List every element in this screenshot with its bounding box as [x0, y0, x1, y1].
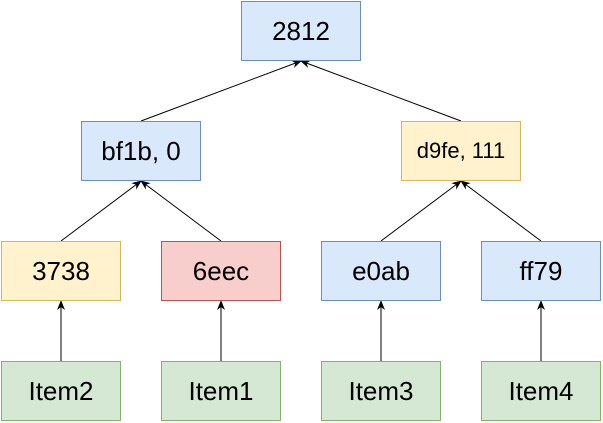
hash-node-e0ab: e0ab [321, 241, 441, 301]
leaf-item2: Item2 [1, 361, 121, 421]
edge-hff79-to-d9fe [460, 180, 542, 242]
hash-node-6eec: 6eec [161, 241, 281, 301]
hash-node-ff79: ff79 [481, 241, 601, 301]
edge-he0ab-to-d9fe [380, 180, 462, 242]
hash-node-d9fe: d9fe, 111 [401, 121, 521, 181]
leaf-item1: Item1 [161, 361, 281, 421]
leaf-item4: Item4 [481, 361, 601, 421]
hash-node-bf1b: bf1b, 0 [81, 121, 201, 181]
hash-node-3738: 3738 [1, 241, 121, 301]
leaf-item3: Item3 [321, 361, 441, 421]
edge-h3738-to-bf1b [60, 180, 142, 242]
root-hash-node: 2812 [241, 1, 361, 61]
edge-bf1b-to-root [140, 60, 302, 122]
edge-d9fe-to-root [300, 60, 462, 122]
edge-h6eec-to-bf1b [140, 180, 222, 242]
